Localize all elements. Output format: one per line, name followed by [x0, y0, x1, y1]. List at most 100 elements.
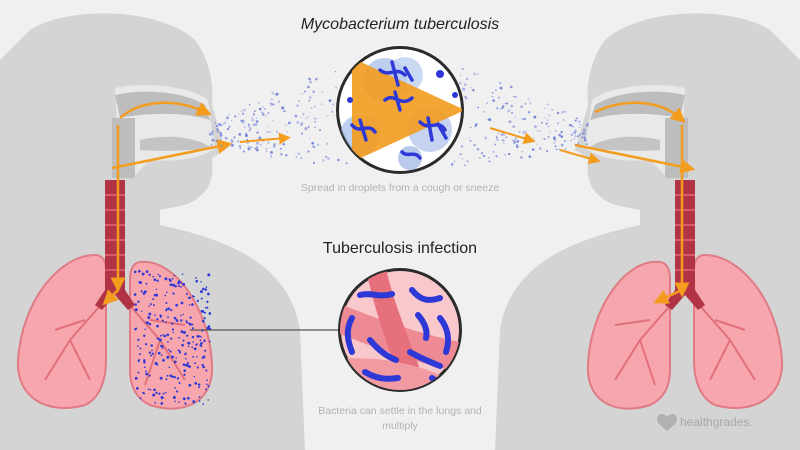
droplet-dot: [507, 109, 511, 113]
droplet-dot: [496, 138, 499, 141]
droplet-dot: [332, 114, 335, 116]
droplet-dot: [524, 102, 527, 105]
bacteria-dot: [141, 272, 145, 276]
droplet-dot: [238, 144, 242, 148]
bacteria-dot: [177, 349, 180, 352]
droplet-dot: [497, 133, 500, 135]
bacteria-dot: [203, 317, 206, 320]
bacteria-dot: [159, 345, 162, 347]
droplet-dot: [262, 106, 264, 108]
bacteria-dot: [147, 388, 150, 391]
bacteria-dot: [139, 397, 142, 399]
droplet-dot: [301, 93, 303, 95]
droplet-dot: [219, 133, 223, 137]
droplet-dot: [249, 146, 252, 149]
bacteria-dot: [170, 337, 173, 340]
bacteria-dot: [182, 363, 186, 366]
droplet-dot: [473, 143, 476, 147]
droplet-dot: [251, 117, 253, 119]
droplet-dot: [237, 140, 240, 143]
bacteria-dot: [160, 354, 163, 357]
bacteria-dot: [196, 299, 200, 303]
droplet-dot: [574, 119, 577, 122]
bacteria-dot: [173, 274, 175, 277]
droplet-dot: [286, 131, 289, 133]
right-airflow-arrows: [574, 101, 696, 304]
bacteria-dot: [200, 297, 203, 300]
bacteria-dot: [200, 281, 202, 283]
droplet-dot: [486, 102, 489, 104]
droplet-dot: [453, 160, 456, 163]
droplet-dot: [576, 117, 578, 120]
bacteria-dot: [202, 365, 205, 369]
droplet-dot: [473, 72, 476, 76]
bacteria-dot: [181, 273, 184, 275]
bacteria-dot: [171, 277, 174, 280]
bacteria-dot: [182, 313, 184, 316]
bacteria-dot: [148, 305, 151, 307]
droplet-dot: [241, 122, 244, 124]
droplet-dot: [554, 145, 557, 148]
left-lung-left-side: [129, 260, 214, 410]
droplet-dot: [315, 77, 318, 81]
droplet-dot: [231, 138, 233, 141]
droplet-dot: [226, 127, 230, 131]
bacteria-dot: [160, 402, 164, 405]
bacteria-dot: [145, 282, 148, 285]
bacteria-dot: [152, 393, 156, 397]
droplet-dot: [504, 102, 506, 105]
droplet-dot: [267, 125, 269, 128]
droplet-dot: [470, 87, 472, 89]
droplet-dot: [216, 129, 220, 133]
bacteria-dot: [186, 396, 190, 400]
droplet-dot: [513, 95, 515, 98]
droplet-dot: [252, 123, 255, 126]
bacteria-dot: [165, 301, 168, 305]
droplet-dot: [243, 108, 246, 112]
droplet-dot: [578, 126, 581, 128]
droplet-dot: [543, 137, 546, 141]
droplet-dot: [551, 109, 554, 111]
droplet-dot: [461, 158, 463, 160]
bacteria-dot: [172, 396, 176, 399]
bacteria-dot: [137, 300, 140, 303]
droplet-dot: [489, 160, 491, 163]
bacteria-dot: [187, 345, 190, 348]
droplet-dot: [270, 155, 273, 158]
droplet-dot: [436, 70, 444, 78]
bacteria-dot: [137, 371, 140, 374]
droplet-dot: [223, 121, 227, 125]
droplet-dot: [239, 147, 242, 149]
droplet-dot: [220, 138, 222, 141]
droplet-dot: [256, 131, 259, 134]
droplet-dot: [531, 148, 535, 151]
bacteria-dot: [191, 303, 194, 305]
droplet-dot: [238, 113, 240, 115]
droplet-dot: [568, 124, 571, 127]
bacteria-dot: [154, 314, 156, 317]
droplet-dot: [322, 159, 325, 162]
droplet-dot: [326, 142, 329, 145]
bacteria-dot: [155, 288, 158, 291]
bacteria-dot: [200, 345, 203, 348]
droplet-dot: [301, 132, 304, 135]
droplet-dot: [579, 123, 582, 126]
bacteria-dot: [171, 375, 174, 378]
bacteria-dot: [207, 385, 210, 388]
bacteria-dot: [175, 357, 177, 359]
right-mouth: [588, 136, 660, 151]
droplet-dot: [470, 126, 472, 129]
bacteria-dot: [173, 375, 176, 379]
droplet-dot: [231, 119, 233, 122]
bacteria-dot: [196, 355, 198, 358]
droplet-dot: [277, 100, 281, 103]
bacteria-dot: [188, 383, 192, 387]
droplet-dot: [553, 137, 556, 140]
droplet-dot: [548, 114, 551, 117]
droplet-dot: [262, 113, 265, 116]
bacteria-dot: [198, 400, 201, 402]
droplet-dot: [301, 121, 304, 125]
droplet-dot: [279, 147, 282, 150]
bacteria-dot: [204, 288, 207, 291]
bacteria-dot: [143, 334, 146, 337]
